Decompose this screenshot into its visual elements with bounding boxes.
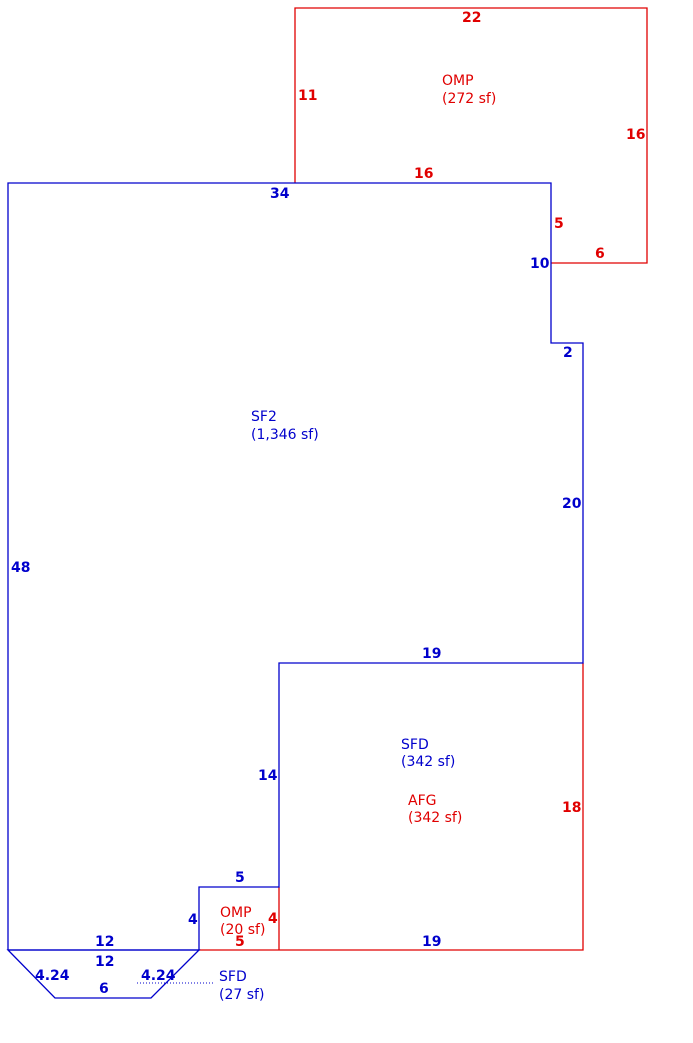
dim-bay-bottom: 6	[99, 981, 109, 997]
sfd-bay-size: (27 sf)	[219, 987, 264, 1003]
omp-top-outline	[294, 7, 648, 264]
omp-top-perimeter	[294, 7, 648, 264]
area-label-sfd-bay: SFD (27 sf)	[219, 969, 264, 1003]
sf2-name: SF2	[251, 409, 277, 425]
dim-sf2-top: 34	[270, 186, 290, 202]
sfd-bay-perimeter	[6, 949, 201, 999]
area-label-sf2: SF2 (1,346 sf)	[251, 409, 319, 443]
area-label-omp-top: OMP (272 sf)	[442, 73, 496, 107]
dim-omp-small-bottom: 5	[235, 934, 245, 950]
sfd-main-size: (342 sf)	[401, 754, 455, 770]
dim-afg-right: 18	[562, 800, 581, 816]
omp-small-name: OMP	[220, 905, 252, 921]
afg-perimeter	[279, 663, 584, 951]
dim-omp-small-left: 4	[188, 912, 198, 928]
area-label-sfd-main: SFD (342 sf)	[401, 737, 455, 770]
afg-outline	[279, 663, 584, 951]
omp-small-outline	[199, 887, 280, 951]
dimension-labels-blue: 34 10 2 20 48 19 14 19 5 4 12 12 4.24 4.…	[11, 186, 582, 997]
dim-omp-top-notch-h: 6	[595, 246, 605, 262]
sf2-size: (1,346 sf)	[251, 427, 319, 443]
omp-top-name: OMP	[442, 73, 474, 89]
dim-omp-small-right: 4	[268, 911, 278, 927]
omp-top-size: (272 sf)	[442, 91, 496, 107]
dim-sfd-left: 14	[258, 768, 278, 784]
omp-small-size: (20 sf)	[220, 922, 265, 938]
sf2-perimeter	[7, 182, 584, 951]
sfd-bay-name: SFD	[219, 969, 247, 985]
dim-omp-top-bottom: 16	[414, 166, 433, 182]
dim-sf2-step: 2	[563, 345, 573, 361]
dimension-labels-red: 22 11 16 16 5 6 18 4 5	[235, 10, 645, 950]
afg-name: AFG	[408, 793, 436, 809]
area-label-afg: AFG (342 sf)	[408, 793, 462, 826]
dim-bay-top-inner: 12	[95, 954, 114, 970]
afg-size: (342 sf)	[408, 810, 462, 826]
sfd-bay-outline	[6, 949, 214, 999]
sf2-outline	[7, 182, 584, 951]
dim-bay-left-angle: 4.24	[35, 968, 70, 984]
dim-omp-top-notch-v: 5	[554, 216, 564, 232]
dim-omp-small-top: 5	[235, 870, 245, 886]
dim-bay-top-outer: 12	[95, 934, 114, 950]
dim-sf2-right-upper: 10	[530, 256, 550, 272]
dim-omp-top-top: 22	[462, 10, 481, 26]
dim-omp-top-left: 11	[298, 88, 317, 104]
dim-sf2-left: 48	[11, 560, 30, 576]
dim-bay-right-angle: 4.24	[141, 968, 176, 984]
dim-omp-top-right: 16	[626, 127, 645, 143]
dim-sf2-right-lower: 20	[562, 496, 582, 512]
sfd-main-name: SFD	[401, 737, 429, 753]
area-label-omp-small: OMP (20 sf)	[220, 905, 265, 938]
dim-sfd-top: 19	[422, 646, 441, 662]
dim-afg-bottom: 19	[422, 934, 441, 950]
